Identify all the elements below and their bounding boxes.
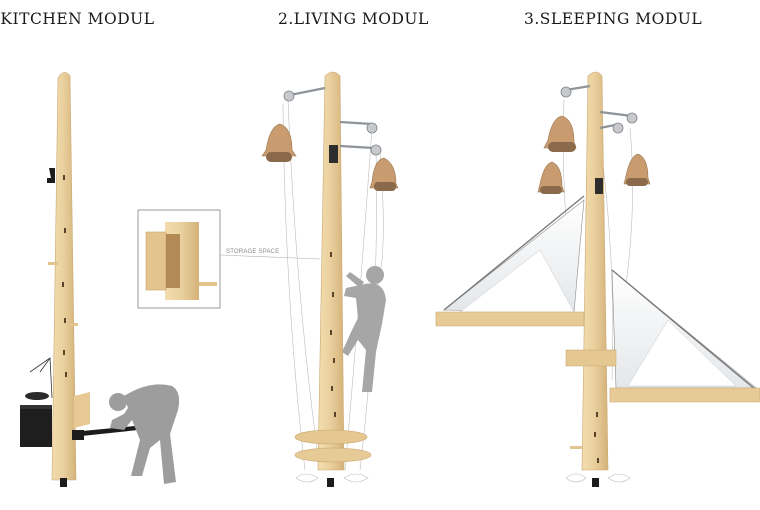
- living-hanging-bags: [261, 123, 399, 191]
- kitchen-hook-icon: [47, 168, 55, 183]
- sleeping-pole-foot: [592, 478, 599, 487]
- living-pole-foot: [327, 478, 334, 487]
- storage-door-open: [145, 231, 167, 291]
- kitchen-counter-board: [74, 392, 90, 428]
- storage-leader-line: [219, 254, 321, 260]
- living-pulley-icons: [283, 90, 382, 156]
- sleeping-right-platform: [609, 387, 760, 403]
- kitchen-pot-holder: [29, 357, 53, 399]
- kitchen-stove-box: [20, 405, 52, 447]
- title-sleeping-module: 3.SLEEPING MODUL: [524, 10, 703, 28]
- kitchen-peg: [48, 262, 58, 265]
- kitchen-pole: [51, 72, 77, 481]
- kitchen-peg: [70, 323, 78, 326]
- sleeping-control-device: [595, 178, 603, 194]
- sleeping-right-canopy: [611, 269, 757, 391]
- sleeping-bracket: [565, 349, 617, 367]
- sleeping-module: [435, 71, 760, 487]
- storage-peg: [199, 282, 217, 286]
- living-arms: [289, 86, 375, 150]
- storage-detail: [137, 209, 321, 309]
- sleeping-peg-holes: [594, 412, 599, 463]
- sleeping-ground-anchors: [565, 473, 631, 483]
- sleeping-left-canopy: [443, 195, 585, 313]
- living-pole: [317, 71, 345, 471]
- living-ground-anchors: [295, 473, 369, 483]
- sleeping-left-platform: [435, 311, 585, 327]
- sleeping-peg: [570, 446, 582, 449]
- sleeping-pole: [581, 71, 609, 471]
- title-living-module: 2.LIVING MODUL: [278, 10, 429, 28]
- kitchen-pot: [25, 392, 49, 400]
- living-climbing-person-silhouette: [342, 266, 386, 392]
- kitchen-pole-foot: [60, 478, 67, 487]
- kitchen-person-silhouette: [109, 384, 180, 484]
- living-control-device: [329, 145, 338, 163]
- living-disc-upper: [294, 429, 368, 445]
- living-module: [261, 71, 399, 487]
- kitchen-peg-holes: [62, 175, 67, 377]
- sleeping-pulley-icons: [560, 86, 638, 134]
- kitchen-module: [20, 72, 180, 487]
- storage-space-label: STORAGE SPACE: [226, 249, 280, 255]
- sleeping-hanging-bags: [537, 115, 651, 194]
- living-disc-lower: [294, 447, 372, 463]
- living-peg-holes: [330, 252, 336, 417]
- title-kitchen-module: .KITCHEN MODUL: [0, 10, 155, 28]
